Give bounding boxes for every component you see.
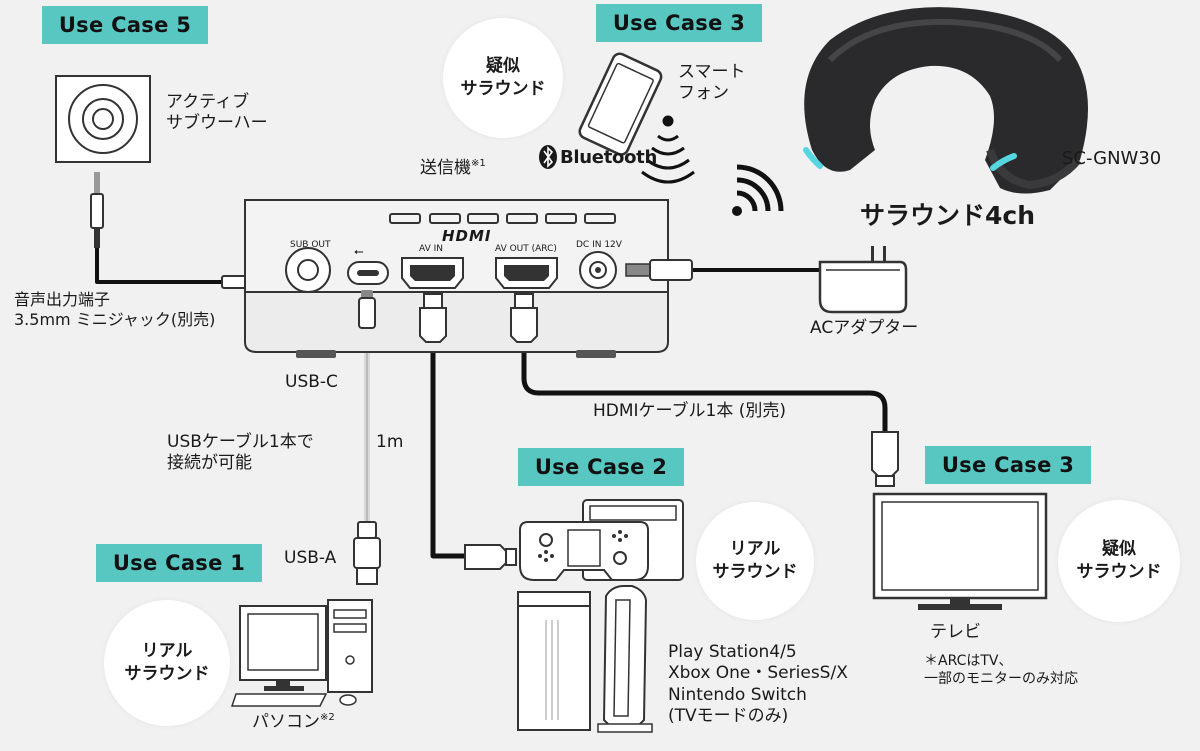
- joycon-controller-icon: [519, 521, 649, 581]
- hdmi-cable-label: HDMIケーブル1本 (別売): [593, 401, 787, 421]
- bluetooth-icon: [539, 145, 557, 169]
- use-case-3-top-badge: Use Case 3: [596, 4, 762, 42]
- subwoofer-icon: [55, 75, 151, 163]
- usb-cable-label: USBケーブル1本で 接続が可能: [167, 432, 314, 474]
- usbc-label: USB-C: [285, 372, 338, 392]
- bluetooth-label: Bluetooth: [560, 147, 657, 168]
- neckband-speaker-image: [803, 7, 1088, 194]
- ac-adapter-icon: [818, 246, 908, 314]
- hdmi-logo: HDMI: [442, 227, 492, 245]
- hdmi-plug-out-icon: [510, 293, 538, 343]
- smartphone-label: スマート フォン: [678, 62, 746, 104]
- transmitter-device: [244, 199, 669, 358]
- pseudo-surround-bubble-top: 疑似 サラウンド: [443, 18, 563, 138]
- phone-wireless-icon: [641, 115, 695, 184]
- hdmi-out-cable: [521, 338, 888, 432]
- use-case-3-right-badge: Use Case 3: [925, 446, 1091, 484]
- mini-jack-plug-icon: [90, 172, 104, 248]
- usb-length-label: 1m: [376, 432, 404, 452]
- use-case-2-badge: Use Case 2: [518, 448, 684, 486]
- playstation-console-icon: [597, 585, 653, 733]
- audio-output-label: 音声出力端子 3.5mm ミニジャック(別売): [14, 290, 216, 329]
- hdmi-in-cable: [430, 338, 465, 559]
- pc-label: パソコン※2: [252, 712, 335, 732]
- av-out-port-label: AV OUT (ARC): [495, 244, 557, 254]
- pc-icon: [230, 599, 373, 707]
- real-surround-bubble-pc: リアル サラウンド: [104, 600, 230, 726]
- arc-note: ＊ARCはTV、 一部のモニターのみ対応: [924, 653, 1078, 688]
- pseudo-surround-bubble-tv: 疑似 サラウンド: [1058, 500, 1180, 622]
- surround-4ch-label: サラウンド4ch: [860, 201, 1036, 230]
- usb-port-symbol: ⭠: [354, 244, 364, 258]
- real-surround-bubble-game: リアル サラウンド: [696, 502, 814, 620]
- usba-plug-icon: [353, 521, 381, 585]
- smartphone-icon: [578, 52, 663, 156]
- dc-in-port-label: DC IN 12V: [576, 240, 622, 250]
- use-case-1-badge: Use Case 1: [96, 544, 262, 582]
- hdmi-plug-tv-icon: [871, 431, 899, 487]
- usba-label: USB-A: [284, 548, 337, 568]
- hdmi-plug-in-icon: [419, 293, 447, 343]
- tv-label: テレビ: [930, 622, 981, 642]
- audio-cable: [95, 248, 225, 284]
- transmitter-label: 送信機※1: [420, 158, 486, 178]
- wireless-signal-icon: [732, 164, 784, 216]
- model-label: SC-GNW30: [1062, 148, 1162, 169]
- av-in-port-label: AV IN: [419, 244, 443, 254]
- consoles-label: Play Station4/5 Xbox One・SeriesS/X Ninte…: [668, 642, 848, 726]
- hdmi-plug-game-icon: [464, 544, 517, 570]
- dc-plug-icon: [625, 259, 693, 281]
- sub-out-port-label: SUB OUT: [290, 240, 331, 250]
- subwoofer-label: アクティブ サブウーハー: [166, 92, 268, 134]
- tv-icon: [872, 492, 1048, 610]
- usbc-plug-icon: [358, 290, 376, 329]
- ac-adapter-label: ACアダプター: [810, 318, 919, 338]
- xbox-console-icon: [517, 591, 591, 731]
- use-case-5-badge: Use Case 5: [42, 6, 208, 44]
